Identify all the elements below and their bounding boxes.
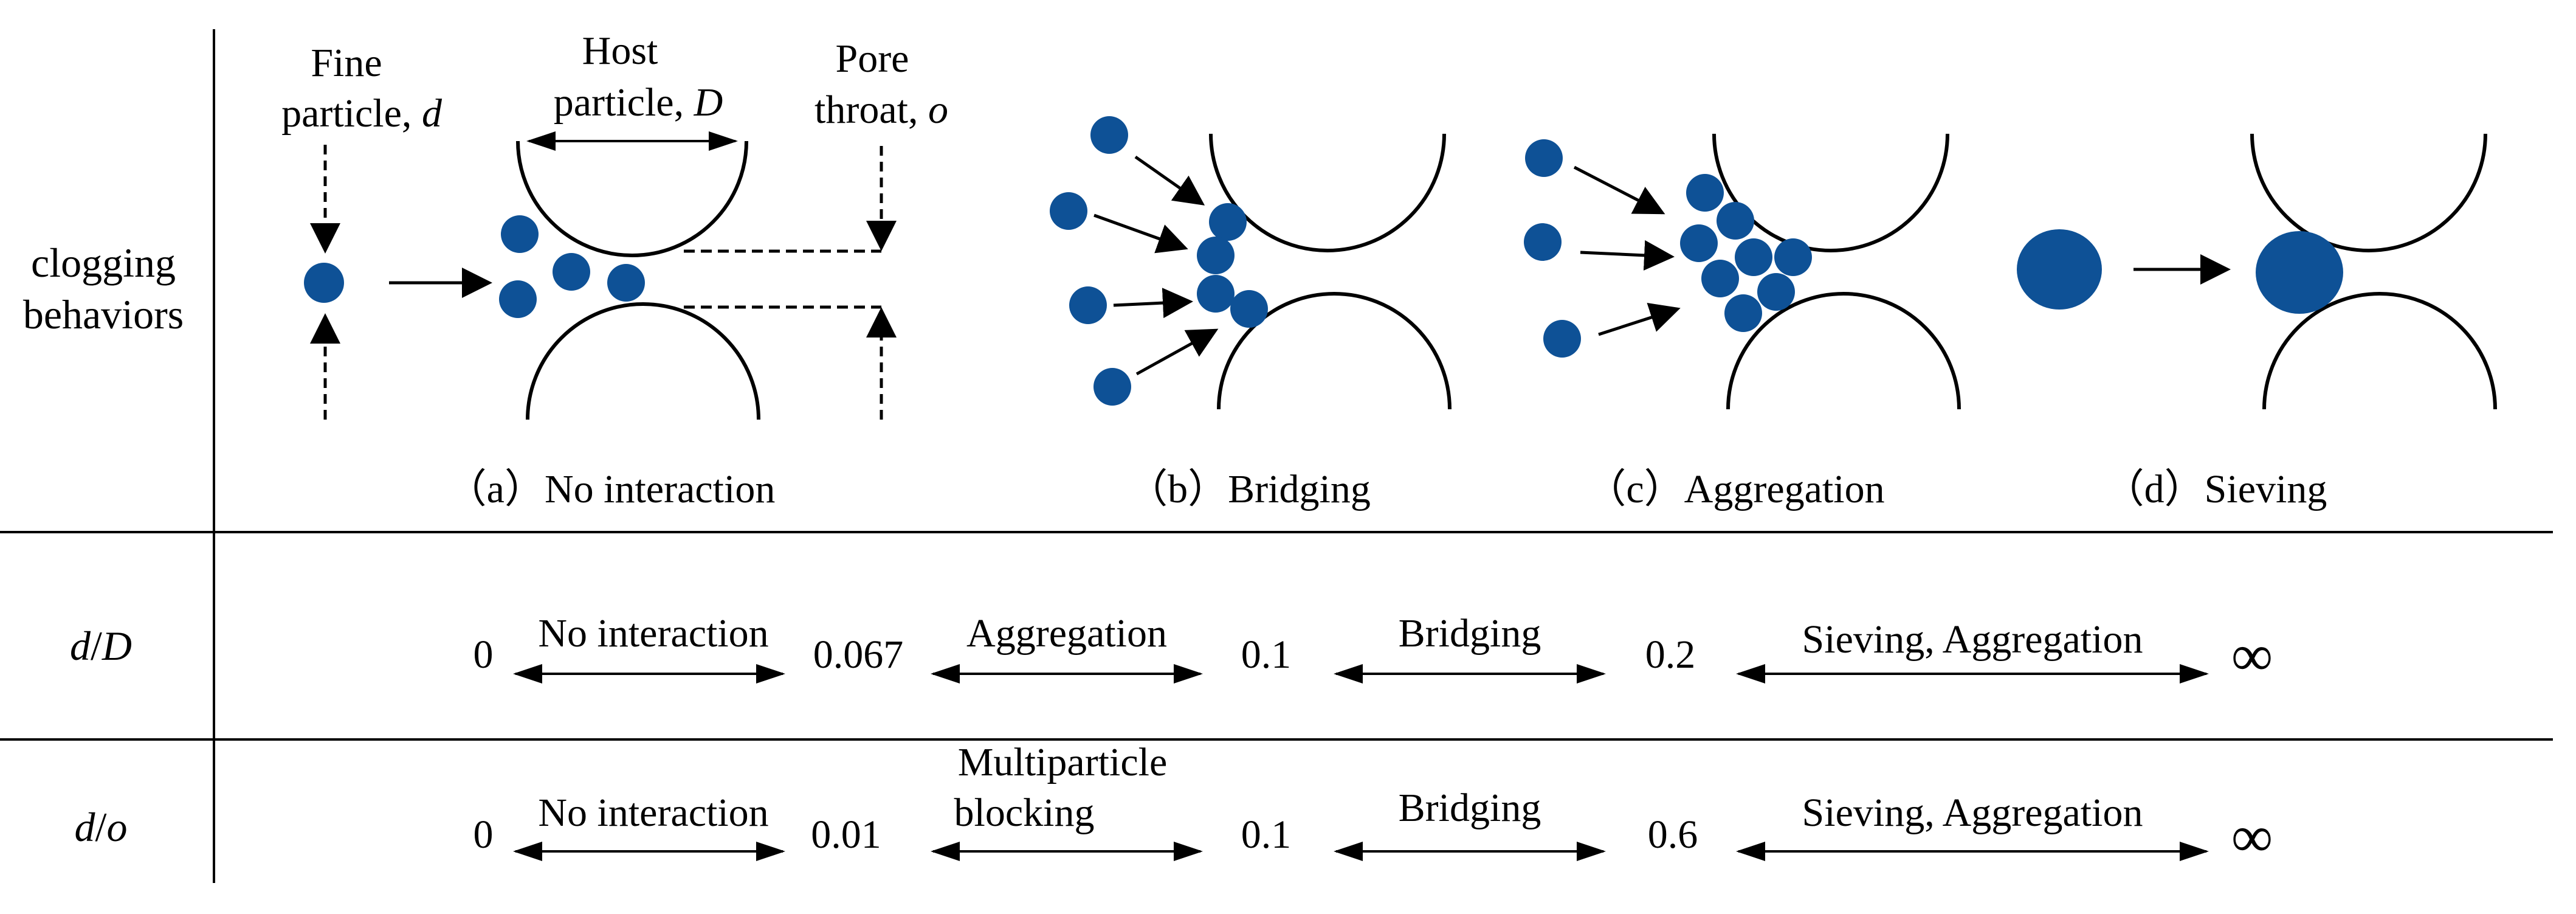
scale-dD-range-label: No interaction — [538, 611, 768, 656]
flow-arrow-c — [1580, 240, 1675, 271]
sieved-particle — [2256, 231, 2343, 314]
caption-a: （a）No interaction — [447, 467, 776, 511]
aggregating-particle — [1701, 260, 1739, 297]
host-grain-lower — [1217, 292, 1452, 410]
flow-arrow-c — [1573, 165, 1665, 215]
incoming-particle — [1525, 139, 1563, 177]
aggregating-particle — [1686, 174, 1724, 212]
scale-do-range-label: blocking — [954, 791, 1095, 835]
host-grain-lower — [526, 302, 760, 420]
fine-particle-cluster — [553, 253, 590, 291]
fine-particle — [304, 263, 344, 303]
host-particle-label-line1: Host — [582, 29, 658, 73]
aggregating-particle — [1735, 238, 1772, 276]
flow-arrow-b — [1093, 213, 1188, 254]
caption-b: （b）Bridging — [1128, 467, 1371, 511]
panel-c: （c）Aggregation — [1524, 133, 1961, 511]
incoming-particle — [1524, 223, 1562, 261]
large-incoming-particle — [2017, 229, 2102, 310]
row-label-behaviors-line2: behaviors — [23, 291, 184, 338]
scale-dD-tick: ∞ — [2231, 623, 2273, 688]
row-label-behaviors-line1: clogging — [31, 240, 176, 286]
scale-dD-range-label: Bridging — [1399, 611, 1541, 656]
aggregating-particle — [1680, 224, 1718, 262]
panel-a: Fine particle, d Host particle, D Pore t… — [281, 29, 948, 511]
panel-d: （d）Sieving — [2017, 133, 2497, 511]
pore-throat-label-line1: Pore — [836, 36, 909, 81]
scale-dD: 0 0.067 0.1 0.2 ∞ No interaction Aggrega… — [474, 611, 2273, 688]
caption-c: （c）Aggregation — [1586, 467, 1884, 511]
scale-dD-tick: 0.1 — [1241, 632, 1292, 677]
fine-particle-cluster — [501, 215, 539, 253]
scale-do-tick: 0.01 — [811, 812, 881, 857]
host-grain-upper — [2250, 133, 2487, 252]
scale-dD-tick: 0 — [474, 632, 494, 677]
scale-do-range-label: No interaction — [538, 791, 768, 835]
bridging-particle — [1209, 203, 1247, 241]
fine-particle-label-line1: Fine — [311, 41, 382, 85]
bridging-particle — [1230, 290, 1268, 328]
incoming-particle — [1050, 192, 1087, 230]
aggregating-particle — [1757, 273, 1795, 311]
fine-particle-label-line2: particle, d — [281, 91, 443, 136]
incoming-particle — [1093, 368, 1131, 406]
row-label-do: d/o — [75, 804, 128, 850]
host-grain-upper — [1209, 133, 1446, 252]
flow-arrow-b — [1135, 328, 1219, 376]
aggregating-particle — [1774, 238, 1812, 276]
host-grain-lower — [1726, 292, 1961, 410]
host-particle-label-line2: particle, D — [554, 80, 723, 125]
scale-do-range-label: Bridging — [1399, 786, 1541, 830]
scale-do-range-label: Sieving, Aggregation — [1802, 791, 2143, 835]
flow-arrow-c — [1598, 303, 1681, 336]
fine-particle-cluster — [499, 280, 537, 318]
scale-do-tick: ∞ — [2231, 804, 2273, 869]
row-label-dD: d/D — [70, 623, 132, 669]
pore-throat-label-line2: throat, o — [814, 88, 948, 132]
incoming-particle — [1069, 286, 1107, 324]
scale-do-range-label: Multiparticle — [958, 740, 1168, 784]
fine-particle-cluster — [607, 264, 645, 302]
scale-dD-range-label: Aggregation — [966, 611, 1167, 656]
flow-arrow-b — [1134, 155, 1205, 206]
incoming-particle — [1090, 116, 1128, 154]
host-grain-upper — [516, 140, 748, 257]
caption-d: （d）Sieving — [2104, 467, 2327, 511]
scale-do-tick: 0.6 — [1648, 812, 1698, 857]
scale-do-tick: 0.1 — [1241, 812, 1292, 857]
flow-arrow-b — [1113, 288, 1193, 319]
incoming-particle — [1543, 320, 1581, 358]
scale-do-tick: 0 — [474, 812, 494, 857]
aggregating-particle — [1717, 202, 1754, 240]
aggregating-particle — [1724, 294, 1762, 332]
scale-dD-range-label: Sieving, Aggregation — [1802, 617, 2143, 662]
scale-dD-tick: 0.067 — [813, 632, 904, 677]
panel-b: （b）Bridging — [1050, 116, 1452, 511]
scale-dD-tick: 0.2 — [1645, 632, 1696, 677]
bridging-particle — [1197, 275, 1235, 313]
host-grain-lower — [2262, 292, 2497, 410]
host-grain-upper — [1712, 133, 1949, 252]
bridging-particle — [1197, 237, 1235, 274]
scale-do: 0 0.01 0.1 0.6 ∞ No interaction Multipar… — [474, 740, 2273, 869]
